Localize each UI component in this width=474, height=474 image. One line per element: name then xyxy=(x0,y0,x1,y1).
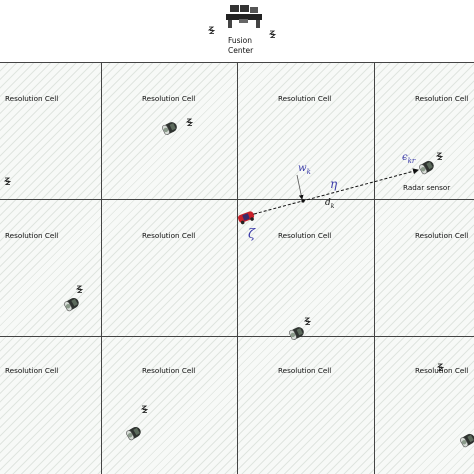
eta-symbol: η xyxy=(330,177,338,191)
radar-sensor-icon xyxy=(417,158,437,176)
wireless-icon xyxy=(76,285,83,293)
cell-label-r1c3: Resolution Cell xyxy=(415,231,469,240)
cell-label-r2c0: Resolution Cell xyxy=(5,366,59,375)
range-midpoint xyxy=(301,199,305,203)
radar-sensor-label: Radar sensor xyxy=(403,183,451,192)
fusion-wireless-icon-left xyxy=(208,26,215,34)
wireless-icon xyxy=(437,363,444,371)
cell-label-r0c3: Resolution Cell xyxy=(415,94,469,103)
fusion-center-computer-icon xyxy=(226,5,262,28)
cell-label-r2c2: Resolution Cell xyxy=(278,366,332,375)
fusion-center-label-line2: Center xyxy=(228,46,254,55)
wireless-icon xyxy=(141,405,148,413)
cell-label-r0c0: Resolution Cell xyxy=(5,94,59,103)
radar-sensor-icon xyxy=(124,424,144,442)
range-symbol: dk xyxy=(325,198,335,210)
cell-label-r0c2: Resolution Cell xyxy=(278,94,332,103)
epsilon-symbol: ϵkr xyxy=(402,152,416,165)
wireless-icon xyxy=(4,177,11,185)
range-link xyxy=(248,168,419,219)
cell-label-r1c2: Resolution Cell xyxy=(278,231,332,240)
radar-sensor-icon xyxy=(288,325,306,341)
fusion-wireless-icon-right xyxy=(269,30,276,38)
zeta-symbol: ζ xyxy=(248,227,256,242)
grid-line-vertical-1 xyxy=(101,62,102,474)
radar-sensor-icon xyxy=(161,120,179,136)
cell-label-r1c0: Resolution Cell xyxy=(5,231,59,240)
wireless-icon xyxy=(186,118,193,126)
wireless-icon xyxy=(304,317,311,325)
grid-line-vertical-3 xyxy=(374,62,375,474)
target-car-icon xyxy=(237,211,255,225)
radar-sensor-icon xyxy=(62,295,82,313)
cell-label-r0c1: Resolution Cell xyxy=(142,94,196,103)
noise-arrow xyxy=(296,174,304,200)
noise-symbol: wk xyxy=(298,163,311,176)
cell-label-r2c1: Resolution Cell xyxy=(142,366,196,375)
fusion-center-label-line1: Fusion xyxy=(228,36,252,45)
wireless-icon xyxy=(436,152,443,160)
radar-sensor-icon xyxy=(458,431,474,449)
cell-label-r1c1: Resolution Cell xyxy=(142,231,196,240)
grid-line-vertical-2 xyxy=(237,62,238,474)
